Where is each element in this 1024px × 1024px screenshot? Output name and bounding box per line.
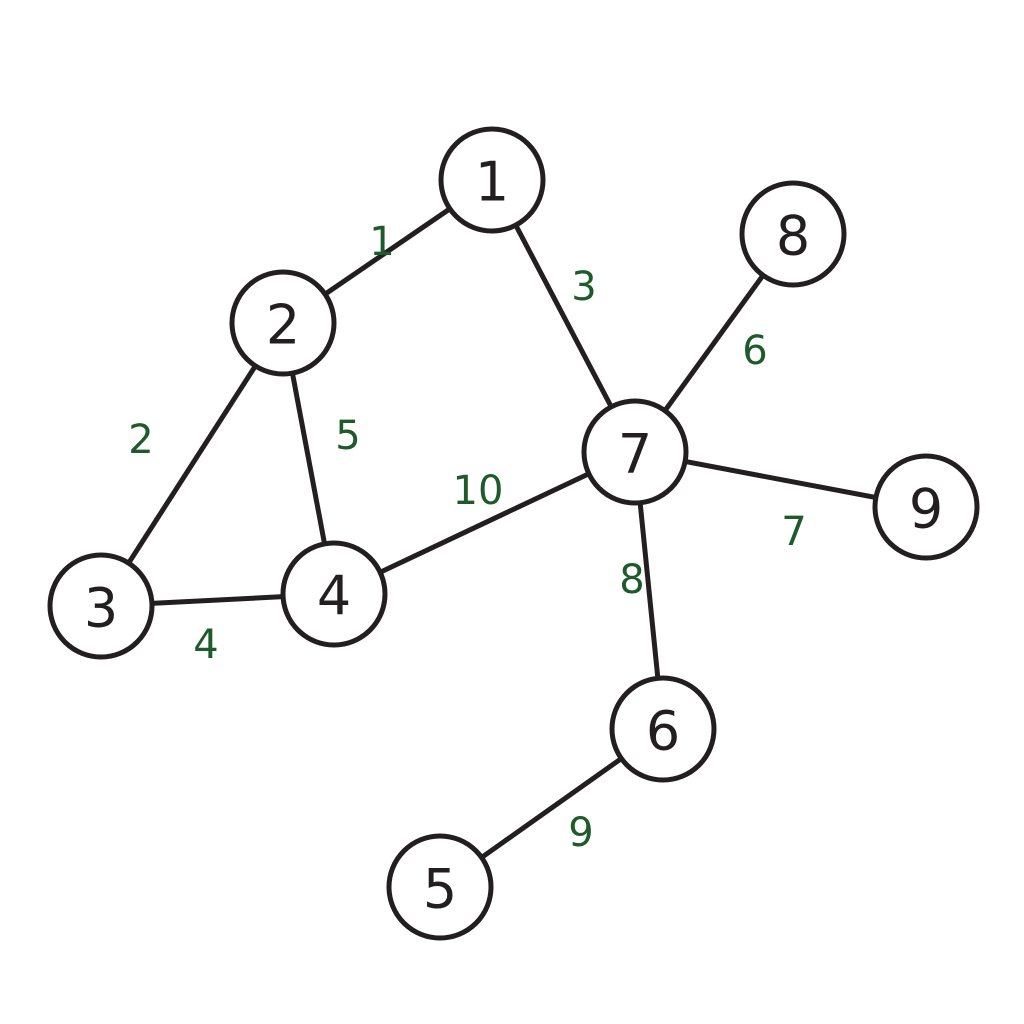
node-8: 8: [739, 180, 847, 288]
node-circle: [739, 180, 847, 288]
node-label: 2: [266, 294, 300, 357]
edge-4-7: [332, 449, 637, 597]
node-label: 9: [909, 478, 943, 541]
edge-weights-layer: 1 2 3 4 5 6 7 8 9 10: [128, 219, 806, 856]
node-circle: [229, 269, 337, 377]
node-1: 1: [438, 126, 546, 234]
edge-2-3: [98, 321, 286, 608]
node-label: 1: [475, 151, 509, 214]
edge-weight-4-7: 10: [453, 468, 504, 514]
node-label: 7: [618, 423, 652, 486]
node-circle: [872, 453, 980, 561]
node-circle: [47, 552, 155, 660]
node-circle: [280, 540, 388, 648]
edge-weight-2-3: 2: [128, 417, 153, 463]
edge-weight-6-5: 9: [568, 810, 593, 856]
node-5: 5: [386, 833, 494, 941]
node-2: 2: [229, 269, 337, 377]
edge-weight-7-9: 7: [781, 509, 806, 555]
nodes-layer: 1 2 3 4 5 6 7 8 9: [47, 126, 980, 941]
edge-weight-1-2: 1: [369, 219, 394, 265]
node-label: 8: [776, 205, 810, 268]
node-9: 9: [872, 453, 980, 561]
edge-weight-7-6: 8: [619, 557, 644, 603]
node-label: 3: [84, 577, 118, 640]
node-circle: [386, 833, 494, 941]
node-label: 6: [646, 700, 680, 763]
edge-weight-1-7: 3: [571, 264, 596, 310]
node-circle: [581, 398, 689, 506]
node-circle: [609, 675, 717, 783]
node-label: 4: [317, 565, 351, 628]
node-6: 6: [609, 675, 717, 783]
node-4: 4: [280, 540, 388, 648]
node-3: 3: [47, 552, 155, 660]
node-circle: [438, 126, 546, 234]
edge-weight-7-8: 6: [742, 328, 767, 374]
edge-weight-2-4: 5: [335, 413, 360, 459]
edge-weight-3-4: 4: [193, 622, 218, 668]
node-label: 5: [423, 858, 457, 921]
node-7: 7: [581, 398, 689, 506]
